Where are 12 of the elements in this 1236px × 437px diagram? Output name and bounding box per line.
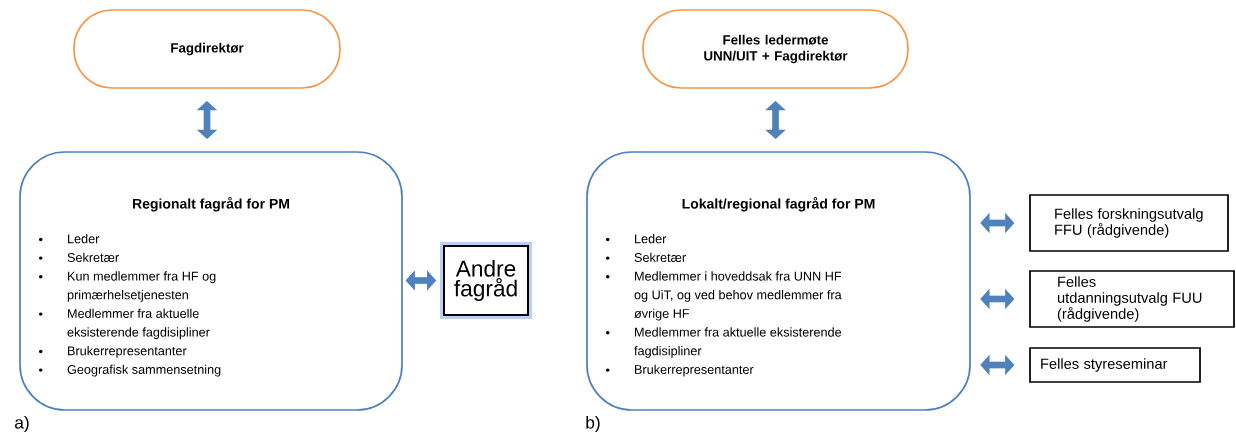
text-box: Andre fagråd	[440, 242, 532, 319]
double-arrow	[980, 354, 1015, 376]
text-box: Felles styreseminar	[1029, 347, 1201, 383]
panel-label: a)	[15, 415, 29, 433]
rounded-box: Felles ledermøte UNN/UIT + Fagdirektør	[642, 9, 909, 89]
double-arrow	[980, 288, 1015, 310]
text-box: Felles forskningsutvalg FFU (rådgivende)	[1029, 194, 1229, 252]
double-arrow	[980, 212, 1015, 234]
text-box: Felles utdanningsutvalg FUU (rådgivende)	[1029, 270, 1235, 328]
rounded-panel: Lokalt/regional fagråd for PM Leder Sekretær Medlemmer i hoveddsak fra UNN HF og UiT, og ved behov medlemmer fra øvrige HF Medlemmer fra aktuelle eksisterende fagdisipliner Brukerrepresentanter	[586, 151, 971, 411]
rounded-box: Fagdirektør	[73, 9, 341, 89]
rounded-panel: Regionalt fagråd for PM Leder Sekretær Kun medlemmer fra HF og primærhelsetjenesten Medlemmer fra aktuelle eksisterende fagdisipliner Brukerrepresentanter Geografisk sammensetning	[19, 151, 403, 411]
